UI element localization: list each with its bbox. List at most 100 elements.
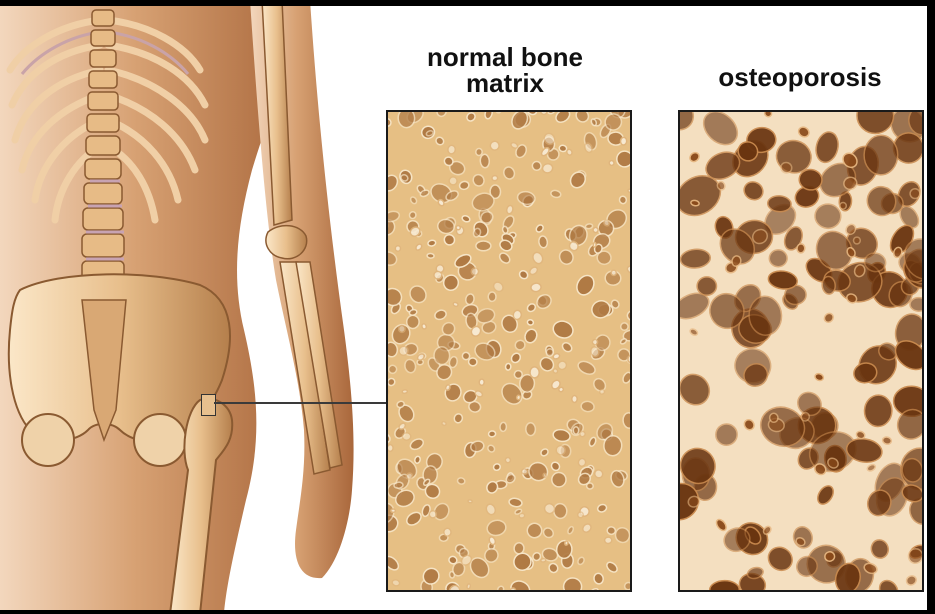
bone-pore [813, 130, 841, 165]
bone-pore [589, 298, 612, 320]
bone-pore [697, 112, 744, 151]
bone-pore [434, 309, 448, 321]
bone-pore [628, 189, 630, 194]
bone-pore [538, 235, 548, 248]
bone-pore [479, 379, 484, 385]
bone-pore [394, 482, 403, 489]
bone-pore [485, 503, 497, 516]
bone-pore [456, 225, 461, 230]
bone-pore [572, 395, 578, 402]
bone-pore [388, 172, 400, 193]
bone-pore [576, 359, 597, 377]
bone-pore [767, 269, 798, 291]
bone-pore [509, 112, 531, 132]
bone-pore [508, 497, 522, 507]
bone-pore [552, 428, 571, 443]
bone-pore [415, 243, 423, 251]
hip-inset-marker [201, 394, 216, 416]
bone-pore [593, 242, 596, 247]
bone-pore [517, 190, 537, 205]
bone-pore [519, 513, 525, 519]
bone-pore [567, 526, 575, 535]
bone-pore [741, 179, 766, 204]
bone-pore [526, 459, 551, 484]
bone-pore [391, 509, 396, 513]
bone-pore [623, 581, 630, 590]
bone-pore [388, 210, 401, 224]
bone-pore [427, 253, 434, 258]
bone-pore [388, 554, 401, 572]
callout-connector-line [214, 402, 386, 404]
bone-pore [614, 526, 630, 544]
bone-pore [525, 521, 544, 540]
bone-pore [434, 136, 445, 147]
bone-pore [540, 448, 550, 458]
bone-pore [815, 483, 837, 507]
bone-pore [627, 310, 630, 320]
bone-pore [689, 328, 699, 337]
bone-pore [449, 176, 458, 185]
osteoporosis-label: osteoporosis [690, 64, 910, 90]
bone-pore [769, 250, 787, 267]
bone-pore [535, 224, 545, 234]
bone-pore [531, 251, 544, 266]
bone-pore [586, 483, 593, 490]
bone-pore [905, 574, 918, 587]
bone-pore [573, 427, 578, 434]
bone-pore [404, 510, 423, 528]
bone-pore [910, 189, 920, 199]
bone-pore [421, 323, 427, 329]
bone-pore [521, 469, 527, 475]
bone-pore [862, 181, 902, 221]
bone-pore [680, 248, 711, 269]
bone-pore [680, 112, 694, 131]
bone-pore [742, 418, 756, 432]
normal-label-line2: matrix [400, 70, 610, 96]
bone-pore [581, 401, 595, 413]
bone-pore [492, 463, 501, 472]
bone-pore [395, 246, 400, 252]
bone-pore [404, 358, 417, 373]
bone-pore [526, 302, 537, 313]
bone-pore [467, 584, 471, 590]
bone-pore [620, 338, 628, 345]
bone-pore [530, 283, 541, 293]
bone-pore [604, 537, 611, 544]
bone-pore [626, 265, 630, 275]
bone-pore [510, 550, 534, 574]
bone-pore [559, 145, 567, 152]
bone-pore [445, 384, 451, 390]
bone-pore [506, 205, 514, 215]
bone-pore [876, 577, 902, 590]
bone-pore [711, 420, 741, 450]
bone-pore [551, 472, 566, 488]
bone-pore [608, 160, 615, 167]
bone-pore [607, 526, 616, 535]
normal-bone-panel [386, 110, 632, 592]
bone-pore [864, 394, 893, 427]
bone-pore [388, 250, 399, 268]
bone-pore [597, 503, 608, 513]
bone-pore [869, 538, 890, 560]
bone-pore [497, 585, 505, 590]
bone-pore [465, 293, 475, 305]
bone-pore [414, 456, 421, 464]
bone-pore [495, 112, 502, 114]
bone-pore [465, 112, 476, 123]
bone-pore [484, 112, 493, 120]
bone-pore [476, 241, 491, 251]
osteoporosis-texture [680, 112, 922, 590]
bone-pore [541, 558, 547, 562]
bone-pore [866, 463, 876, 472]
bone-pore [620, 137, 627, 145]
bone-pore [526, 423, 536, 436]
bone-pore [556, 360, 567, 371]
bone-pore [468, 500, 473, 503]
bone-pore [513, 310, 522, 320]
bone-pore [459, 180, 470, 190]
bone-pore [489, 140, 501, 152]
bone-pore [391, 579, 400, 587]
bone-pore [441, 421, 447, 426]
bone-pore [513, 338, 527, 352]
